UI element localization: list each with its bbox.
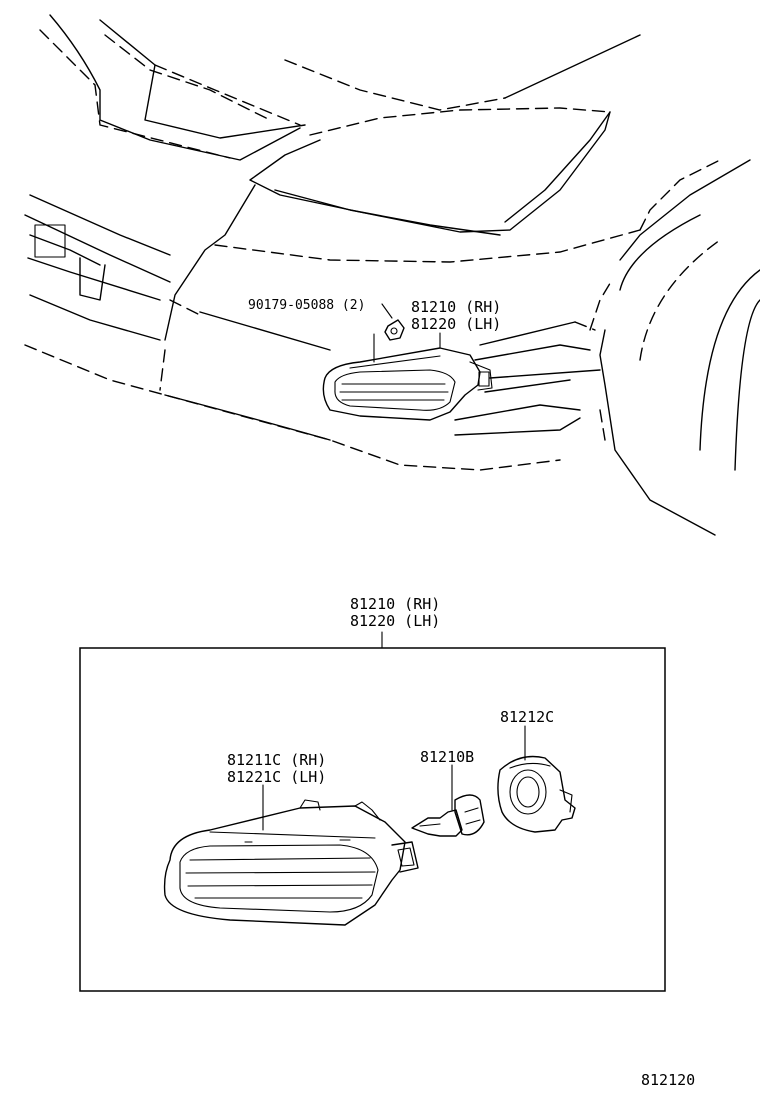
socket-label: 81212C	[500, 708, 554, 726]
lens-label-rh: 81211C (RH)	[227, 751, 326, 769]
socket-icon	[497, 755, 576, 833]
detail-assembly-label-lh: 81220 (LH)	[350, 612, 440, 630]
fastener-nut-icon	[384, 319, 405, 341]
fastener-part-label: 90179-05088 (2)	[248, 298, 365, 313]
lamp-housing-lens	[163, 799, 419, 926]
overview-assembly-label-lh: 81220 (LH)	[411, 315, 501, 333]
detail-frame	[79, 647, 666, 992]
overview-leader-lines	[373, 303, 441, 363]
overview-fog-lamp	[322, 347, 493, 421]
overview-assembly-label-rh: 81210 (RH)	[411, 298, 501, 316]
detail-leader-lines	[262, 725, 526, 831]
bulb-label: 81210B	[420, 748, 474, 766]
lens-label-lh: 81221C (LH)	[227, 768, 326, 786]
detail-assembly-label-rh: 81210 (RH)	[350, 595, 440, 613]
vehicle-front-outline	[24, 14, 760, 536]
bulb-icon	[411, 794, 485, 837]
figure-number: 812120	[641, 1071, 695, 1089]
